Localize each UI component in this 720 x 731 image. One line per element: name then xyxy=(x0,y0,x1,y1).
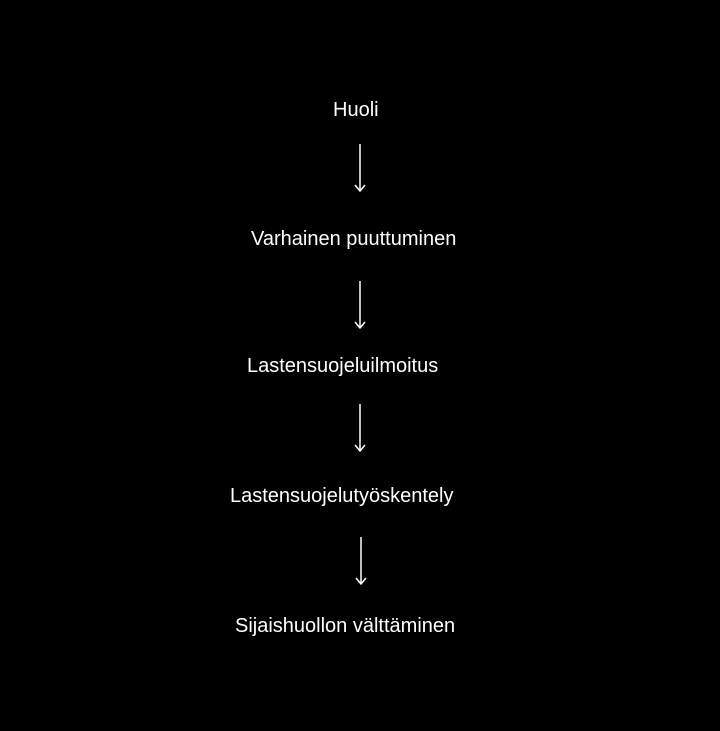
step-varhainen-puuttuminen: Varhainen puuttuminen xyxy=(251,228,457,250)
step-huoli: Huoli xyxy=(333,99,379,121)
arrow-down-icon xyxy=(354,144,366,193)
arrow-down-icon xyxy=(354,281,366,330)
arrow-down-icon xyxy=(354,404,366,453)
step-lastensuojelutyoskentely: Lastensuojelutyöskentely xyxy=(230,485,454,507)
arrow-down-icon xyxy=(355,537,367,586)
step-sijaishuollon-valttaminen: Sijaishuollon välttäminen xyxy=(235,615,456,637)
step-lastensuojeluilmoitus: Lastensuojeluilmoitus xyxy=(247,355,439,377)
